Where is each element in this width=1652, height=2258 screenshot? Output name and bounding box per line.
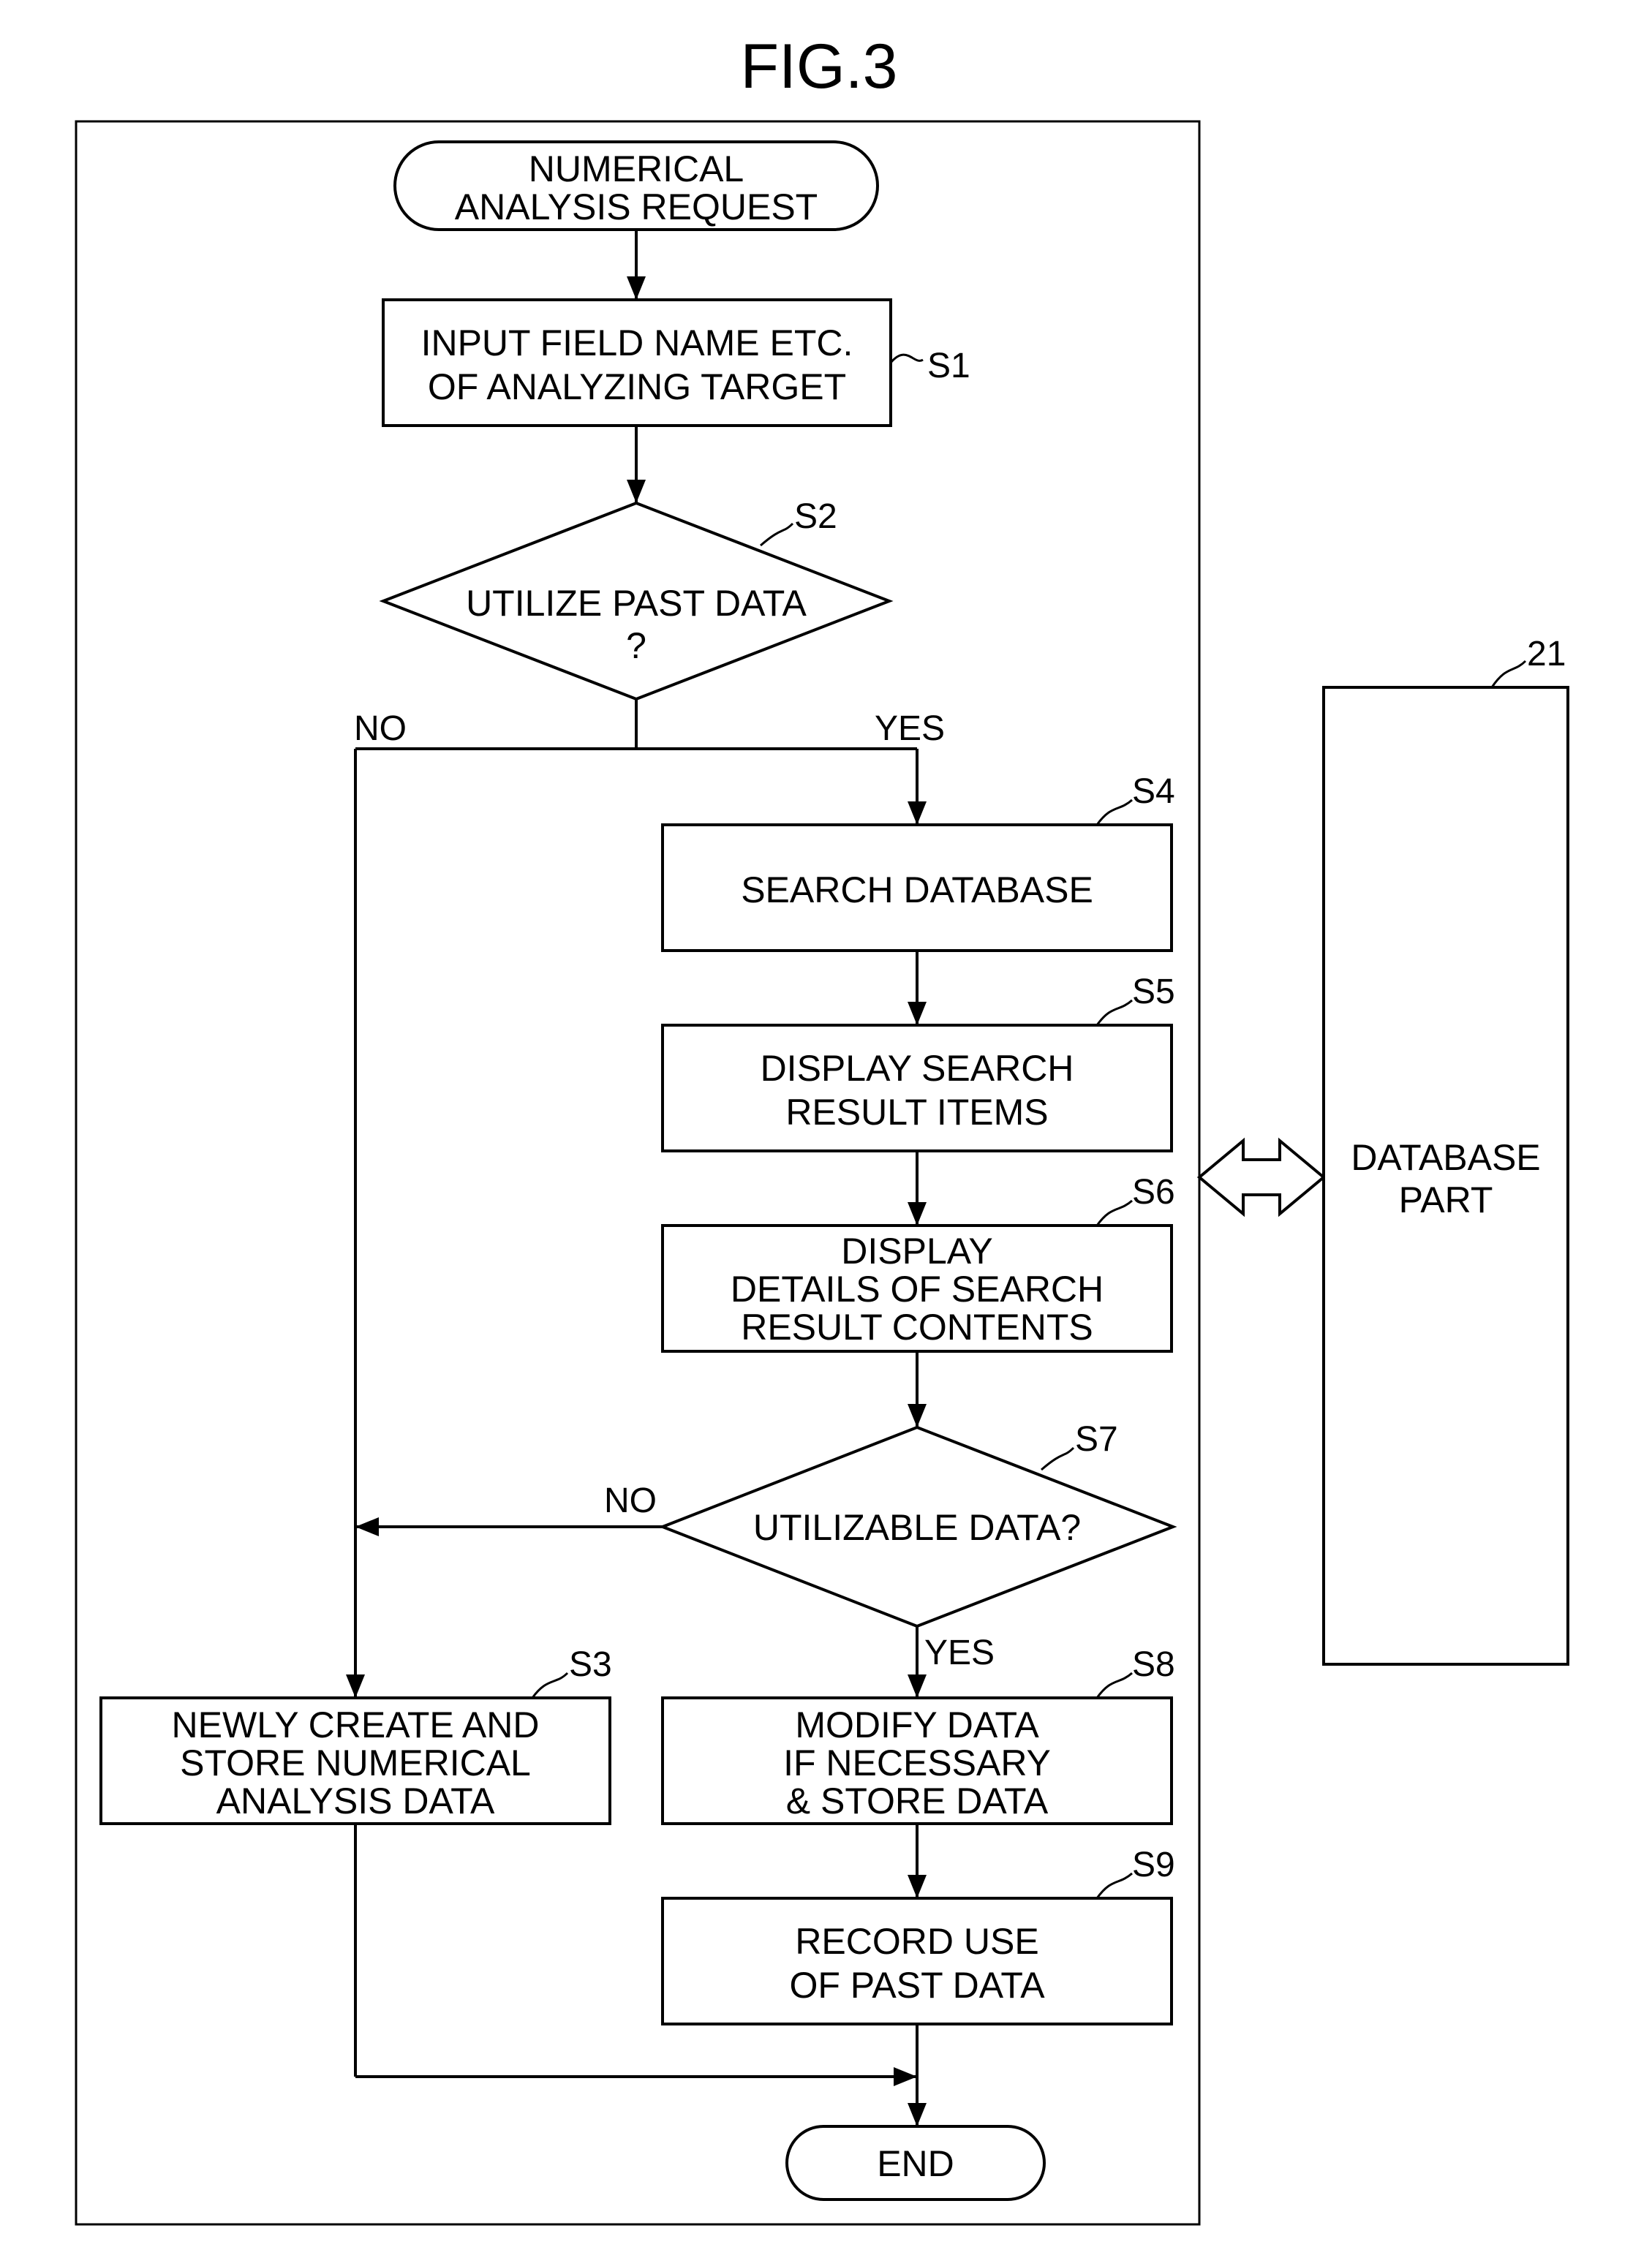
- s6-line-1: DISPLAY: [841, 1231, 993, 1272]
- s3-line-1: NEWLY CREATE AND: [172, 1704, 540, 1745]
- s2-line-2: ?: [626, 625, 646, 666]
- s6-line-3: RESULT CONTENTS: [741, 1307, 1093, 1348]
- step-s6-box: DISPLAY DETAILS OF SEARCH RESULT CONTENT…: [663, 1226, 1172, 1351]
- s3-leader: [532, 1673, 567, 1698]
- s1-leader: [891, 355, 923, 363]
- step-s4-box: SEARCH DATABASE: [663, 825, 1172, 951]
- s5-step-label: S5: [1132, 973, 1175, 1011]
- s6-leader: [1097, 1201, 1132, 1226]
- s2-no-label: NO: [354, 709, 407, 748]
- step-s3-box: NEWLY CREATE AND STORE NUMERICAL ANALYSI…: [101, 1698, 610, 1824]
- start-terminal: NUMERICAL ANALYSIS REQUEST: [395, 142, 878, 230]
- figure-title: FIG.3: [740, 31, 897, 102]
- step-s9-box: RECORD USE OF PAST DATA: [663, 1898, 1172, 2024]
- s4-leader: [1097, 800, 1132, 825]
- database-line-1: DATABASE: [1351, 1137, 1540, 1178]
- database-part: DATABASE PART: [1324, 687, 1568, 1664]
- s8-line-2: IF NECESSARY: [783, 1742, 1051, 1783]
- s2-line-1: UTILIZE PAST DATA: [466, 583, 807, 624]
- step-s8-box: MODIFY DATA IF NECESSARY & STORE DATA: [663, 1698, 1172, 1824]
- s5-line-1: DISPLAY SEARCH: [761, 1048, 1074, 1089]
- step-s1-box: INPUT FIELD NAME ETC. OF ANALYZING TARGE…: [383, 300, 891, 426]
- step-s5-box: DISPLAY SEARCH RESULT ITEMS: [663, 1025, 1172, 1151]
- s8-line-1: MODIFY DATA: [795, 1704, 1039, 1745]
- s8-step-label: S8: [1132, 1645, 1175, 1684]
- s8-line-3: & STORE DATA: [786, 1781, 1049, 1821]
- database-line-2: PART: [1399, 1179, 1493, 1220]
- s9-step-label: S9: [1132, 1846, 1175, 1884]
- s3-line-2: STORE NUMERICAL: [180, 1742, 531, 1783]
- s5-line-2: RESULT ITEMS: [785, 1092, 1048, 1133]
- s8-leader: [1097, 1673, 1132, 1698]
- s2-step-label: S2: [794, 497, 837, 536]
- database-ref-leader: [1492, 661, 1525, 687]
- s9-line-1: RECORD USE: [795, 1921, 1038, 1962]
- s3-step-label: S3: [569, 1645, 612, 1684]
- s9-line-2: OF PAST DATA: [789, 1965, 1045, 2006]
- s7-leader: [1041, 1448, 1074, 1470]
- bidirectional-arrow-icon: [1199, 1141, 1324, 1214]
- s1-step-label: S1: [927, 347, 970, 385]
- s4-line-1: SEARCH DATABASE: [741, 869, 1093, 910]
- start-line-1: NUMERICAL: [529, 148, 744, 189]
- s2-yes-label: YES: [875, 709, 945, 748]
- s2-leader: [761, 524, 793, 545]
- s1-line-2: OF ANALYZING TARGET: [428, 366, 846, 407]
- s7-step-label: S7: [1075, 1420, 1118, 1459]
- s6-step-label: S6: [1132, 1173, 1175, 1212]
- s5-leader: [1097, 1000, 1132, 1025]
- s1-line-1: INPUT FIELD NAME ETC.: [421, 322, 853, 363]
- s7-yes-label: YES: [924, 1634, 995, 1672]
- s9-leader: [1097, 1873, 1132, 1898]
- s7-line-1: UTILIZABLE DATA?: [753, 1507, 1081, 1548]
- s7-no-label: NO: [604, 1481, 657, 1520]
- database-ref-label: 21: [1527, 635, 1566, 673]
- end-terminal: END: [787, 2126, 1044, 2200]
- s4-step-label: S4: [1132, 772, 1175, 811]
- end-line-1: END: [877, 2143, 954, 2184]
- start-line-2: ANALYSIS REQUEST: [455, 186, 818, 227]
- s6-line-2: DETAILS OF SEARCH: [731, 1269, 1104, 1310]
- s3-line-3: ANALYSIS DATA: [216, 1781, 495, 1821]
